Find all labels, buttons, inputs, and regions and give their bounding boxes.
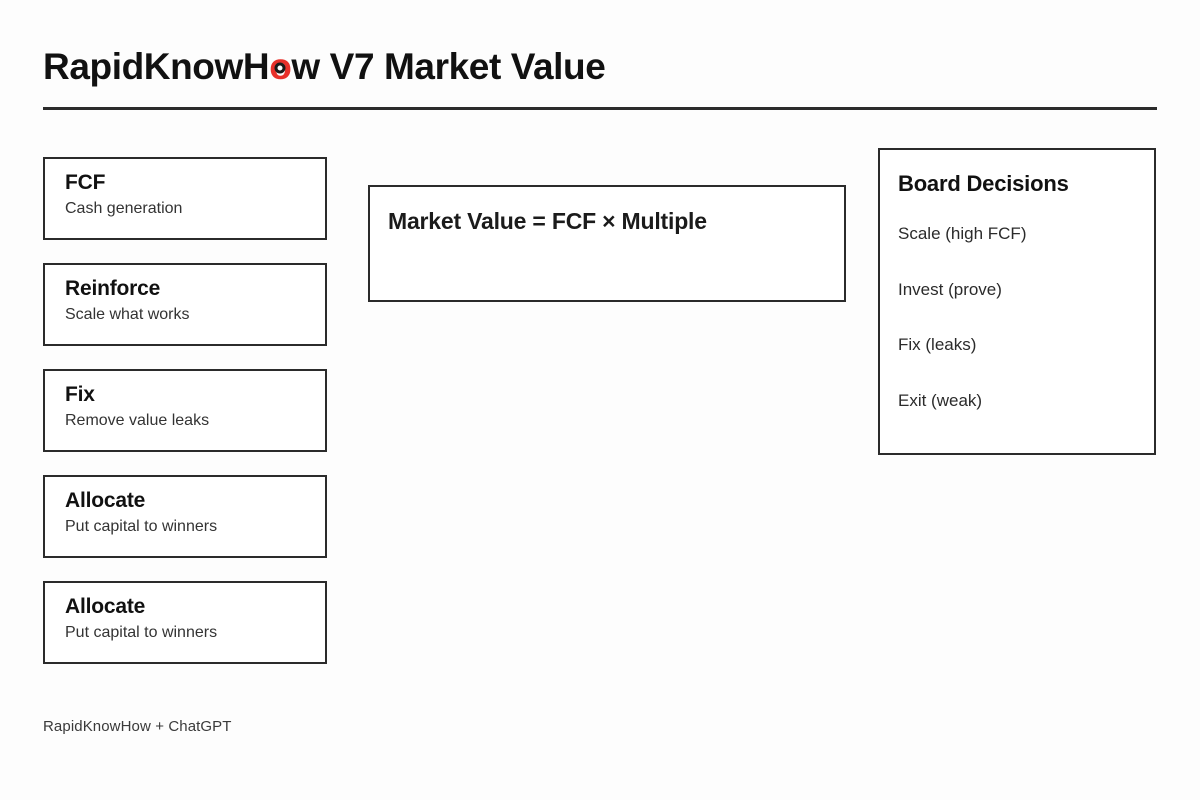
title-text-after-logo: w V7 Market Value bbox=[291, 46, 606, 87]
driver-card-title: Allocate bbox=[65, 489, 146, 512]
brand-dot-icon: o bbox=[269, 46, 292, 87]
board-decision-item[interactable]: Exit (weak) bbox=[898, 391, 983, 411]
footer-credit: RapidKnowHow + ChatGPT bbox=[43, 718, 232, 735]
driver-card[interactable]: Allocate Put capital to winners bbox=[43, 581, 327, 664]
driver-card[interactable]: Allocate Put capital to winners bbox=[43, 475, 327, 558]
board-decision-item[interactable]: Fix (leaks) bbox=[898, 335, 977, 355]
driver-card-title: Fix bbox=[65, 383, 95, 406]
driver-card-subtitle: Remove value leaks bbox=[65, 411, 210, 429]
formula-box: Market Value = FCF × Multiple bbox=[368, 185, 846, 302]
driver-card-subtitle: Cash generation bbox=[65, 199, 183, 217]
formula-text: Market Value = FCF × Multiple bbox=[388, 208, 707, 234]
board-decisions-title: Board Decisions bbox=[898, 171, 1069, 196]
board-decision-item[interactable]: Invest (prove) bbox=[898, 279, 1002, 299]
title-divider bbox=[43, 107, 1157, 110]
driver-card-title: Reinforce bbox=[65, 277, 161, 300]
brand-dot-letter: o bbox=[269, 46, 292, 87]
driver-card[interactable]: Reinforce Scale what works bbox=[43, 263, 327, 346]
driver-card-list: FCF Cash generation Reinforce Scale what… bbox=[43, 157, 327, 687]
driver-card-title: FCF bbox=[65, 171, 106, 194]
driver-card-subtitle: Put capital to winners bbox=[65, 623, 218, 641]
driver-card[interactable]: Fix Remove value leaks bbox=[43, 369, 327, 452]
title-text-before-logo: RapidKnowH bbox=[43, 46, 270, 87]
driver-card-subtitle: Scale what works bbox=[65, 305, 190, 323]
board-decisions-panel: Board Decisions Scale (high FCF) Invest … bbox=[878, 148, 1156, 455]
board-decision-item[interactable]: Scale (high FCF) bbox=[898, 223, 1027, 243]
driver-card-subtitle: Put capital to winners bbox=[65, 517, 218, 535]
driver-card[interactable]: FCF Cash generation bbox=[43, 157, 327, 240]
driver-card-title: Allocate bbox=[65, 595, 146, 618]
